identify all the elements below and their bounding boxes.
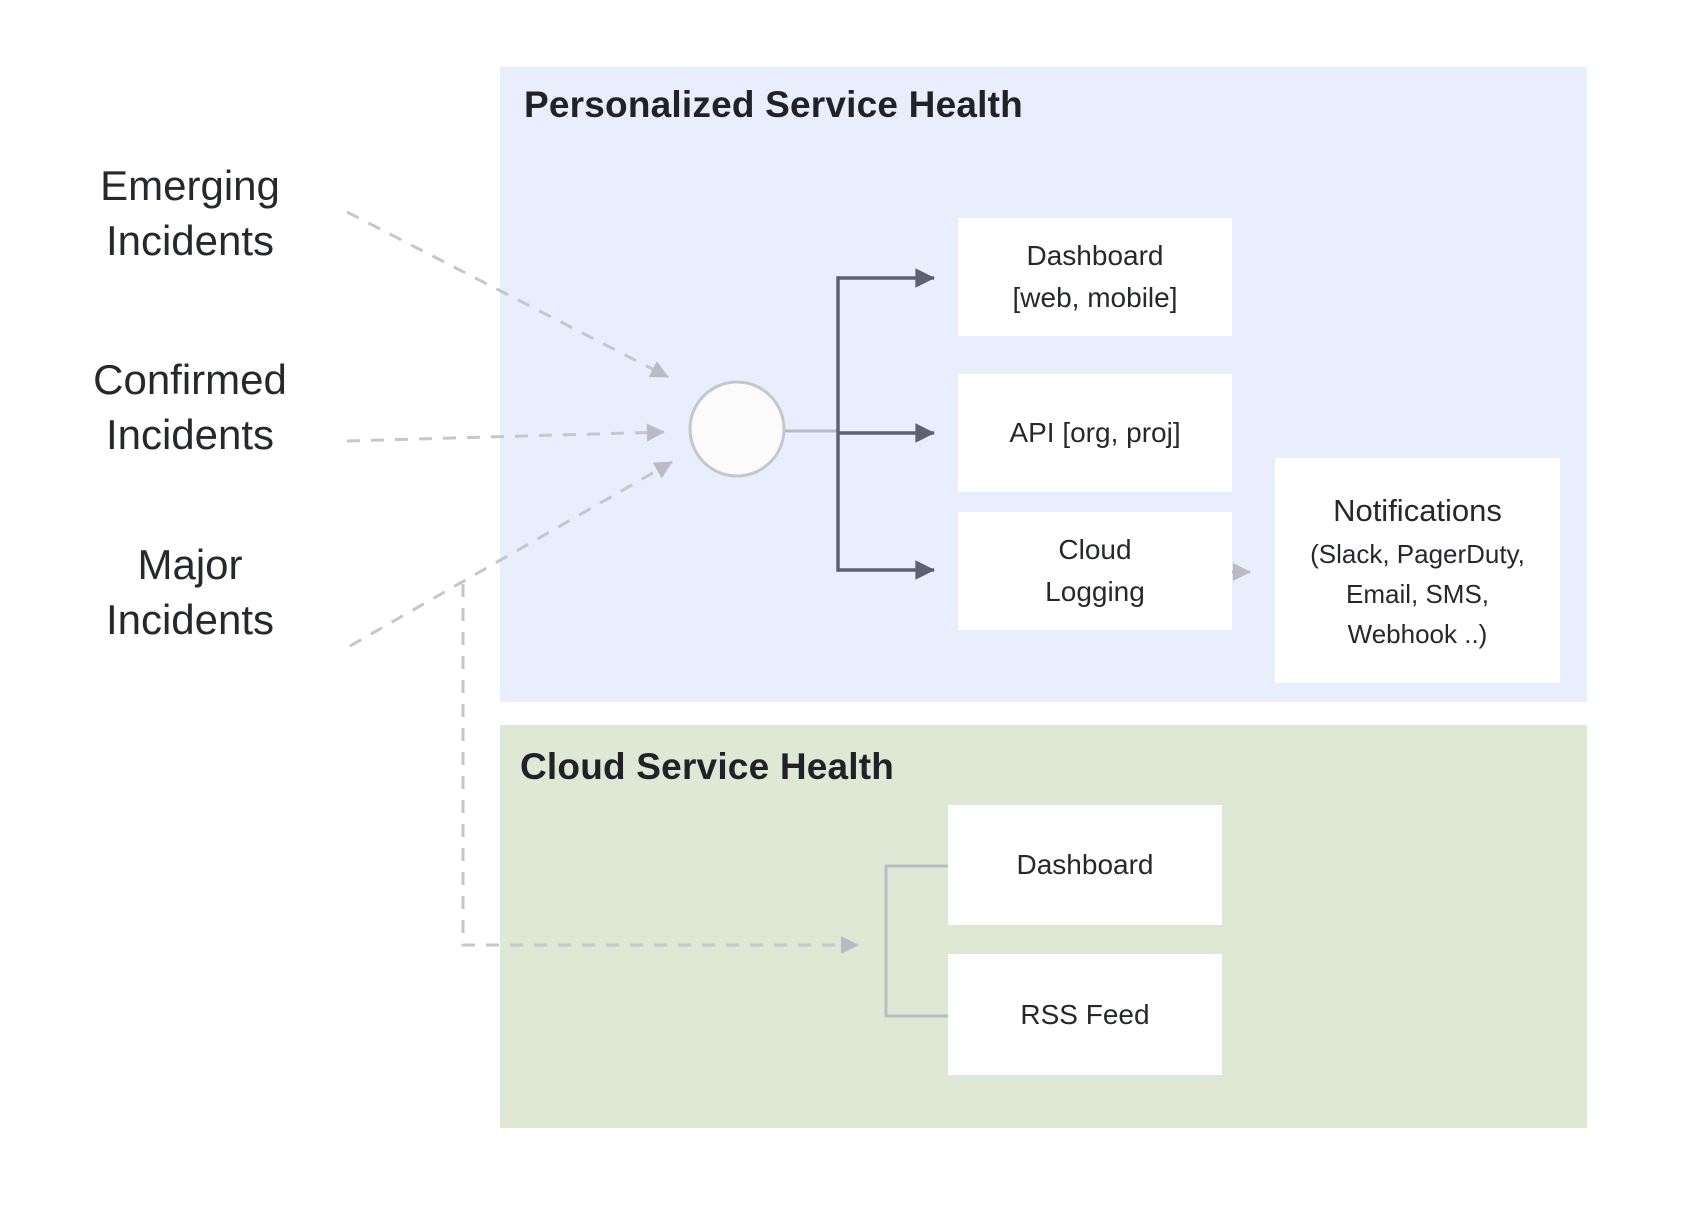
emerging-incidents-line2: Incidents bbox=[105, 217, 275, 264]
cloud-logging-line2: Logging bbox=[1045, 576, 1145, 607]
api-label: API [org, proj] bbox=[1009, 417, 1181, 448]
node-cloud-logging: Cloud Logging bbox=[958, 512, 1232, 630]
personalized-service-health-title: Personalized Service Health bbox=[524, 84, 1023, 125]
major-incidents-label: Major Incidents bbox=[35, 537, 345, 647]
confirmed-incidents-line1: Confirmed bbox=[93, 356, 287, 403]
notifications-detail-line1: (Slack, PagerDuty, bbox=[1310, 538, 1525, 569]
node-notifications: Notifications (Slack, PagerDuty, Email, … bbox=[1275, 458, 1560, 683]
node-dashboard-web-mobile: Dashboard [web, mobile] bbox=[958, 218, 1232, 336]
cloud-service-health-title: Cloud Service Health bbox=[520, 746, 895, 787]
emerging-incidents-label: Emerging Incidents bbox=[35, 158, 345, 268]
notifications-detail-line3: Webhook ..) bbox=[1347, 618, 1488, 649]
emerging-incidents-line1: Emerging bbox=[100, 162, 280, 209]
node-api-org-proj: API [org, proj] bbox=[958, 374, 1232, 492]
notifications-detail-line2: Email, SMS, bbox=[1345, 578, 1490, 609]
dashboard-line2: [web, mobile] bbox=[1012, 282, 1178, 313]
major-incidents-line1: Major bbox=[137, 541, 243, 588]
rss-feed-label: RSS Feed bbox=[1020, 998, 1150, 1030]
major-incidents-line2: Incidents bbox=[105, 596, 275, 643]
confirmed-incidents-line2: Incidents bbox=[105, 411, 275, 458]
notifications-title: Notifications bbox=[1333, 492, 1502, 528]
cloud-dashboard-label: Dashboard bbox=[1016, 849, 1154, 880]
confirmed-incidents-label: Confirmed Incidents bbox=[35, 352, 345, 462]
cloud-logging-line1: Cloud bbox=[1058, 534, 1132, 565]
node-rss-feed: RSS Feed bbox=[948, 954, 1222, 1075]
dashboard-line1: Dashboard bbox=[1026, 240, 1164, 271]
node-cloud-dashboard: Dashboard bbox=[948, 805, 1222, 925]
